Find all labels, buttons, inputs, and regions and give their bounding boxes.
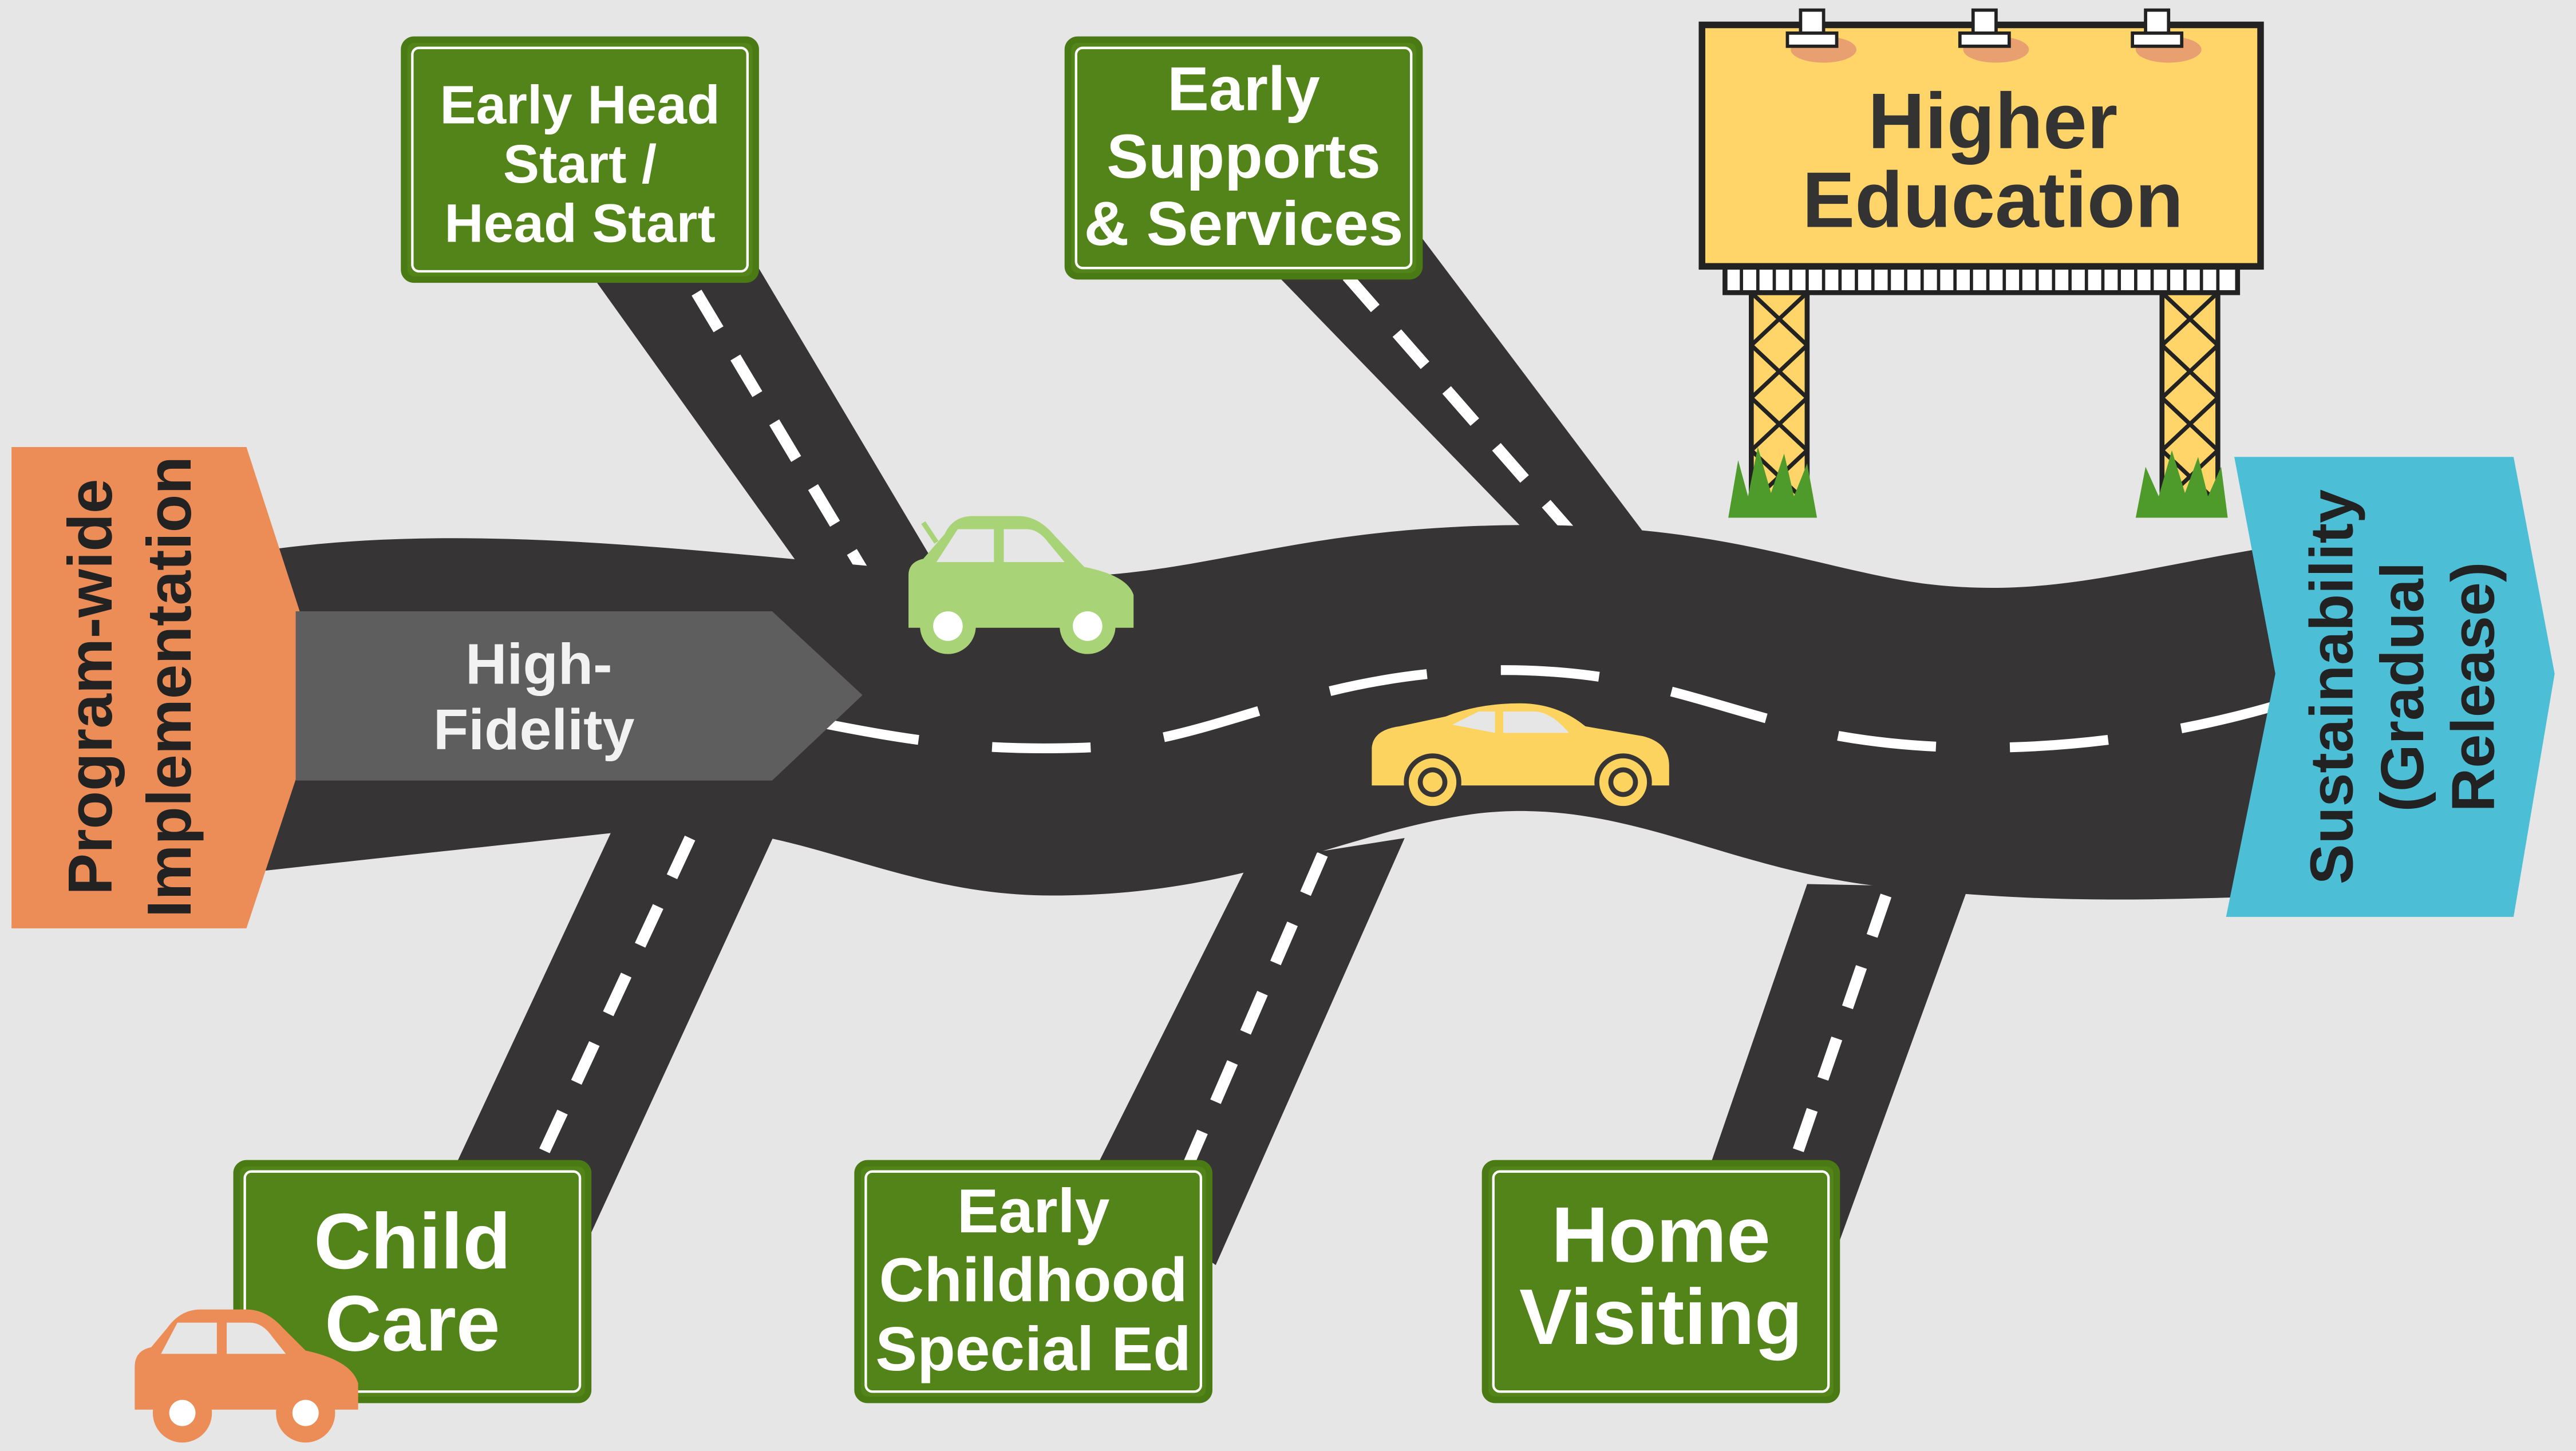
car-icon — [908, 516, 1134, 654]
end-arrow: Sustainability (Gradual Release) — [2226, 457, 2555, 917]
sign-child-care-line1: Child — [314, 1197, 511, 1286]
billboard-lamps — [1785, 8, 2202, 63]
sign-early-head-start-line2: Start / — [503, 134, 657, 195]
start-arrow-label-line2: Implementation — [135, 456, 204, 918]
sign-early-supports-line1: Early — [1167, 54, 1320, 124]
sign-early-supports: Early Supports & Services — [1064, 36, 1423, 280]
end-arrow-label-line1: Sustainability — [2298, 489, 2366, 884]
end-arrow-label-line2: (Gradual — [2368, 562, 2436, 812]
billboard-panel — [1698, 21, 2264, 270]
sign-child-care: Child Care — [233, 1160, 592, 1403]
sign-early-supports-line3: & Services — [1084, 189, 1404, 259]
sign-special-ed-line2: Childhood — [879, 1245, 1188, 1315]
billboard-rail — [1722, 264, 2241, 295]
sign-special-ed-line1: Early — [957, 1176, 1110, 1246]
high-fidelity-arrow: High- Fidelity — [295, 611, 863, 781]
sign-home-visiting-line1: Home — [1551, 1191, 1771, 1279]
high-fidelity-label-line1: High- — [465, 632, 613, 696]
billboard: Higher Education — [1698, 8, 2264, 518]
branch-road-special-ed — [1092, 838, 1405, 1266]
sign-early-head-start-line1: Early Head — [440, 75, 720, 136]
car-icon-orange — [135, 1309, 358, 1443]
sign-early-supports-line2: Supports — [1107, 121, 1381, 191]
sign-child-care-line2: Care — [325, 1279, 500, 1367]
high-fidelity-label-line2: Fidelity — [433, 698, 635, 762]
billboard-label-line2: Education — [1802, 156, 2183, 244]
start-arrow-label-line1: Program-wide — [56, 479, 125, 895]
sign-early-head-start: Early Head Start / Head Start — [401, 36, 759, 283]
grass-icon — [1728, 447, 2228, 518]
sign-early-head-start-line3: Head Start — [444, 193, 716, 254]
start-arrow: Program-wide Implementation — [11, 447, 326, 928]
branch-road-home-visiting — [1708, 884, 1969, 1249]
sedan-icon — [1372, 703, 1669, 811]
sign-home-visiting-line2: Visiting — [1519, 1273, 1803, 1361]
branch-roads — [453, 230, 1969, 1266]
branch-road-child-care — [453, 821, 781, 1232]
branch-road-early-supports — [1278, 230, 1652, 551]
end-arrow-label-line3: Release) — [2439, 562, 2507, 812]
sign-special-ed-line3: Special Ed — [875, 1314, 1191, 1384]
sign-early-childhood-special-ed: Early Childhood Special Ed — [854, 1160, 1212, 1403]
billboard-rail-slats — [1740, 266, 2220, 293]
billboard-label-line1: Higher — [1868, 77, 2117, 165]
branch-road-early-head-start — [594, 263, 937, 608]
sign-home-visiting: Home Visiting — [1481, 1160, 1840, 1403]
